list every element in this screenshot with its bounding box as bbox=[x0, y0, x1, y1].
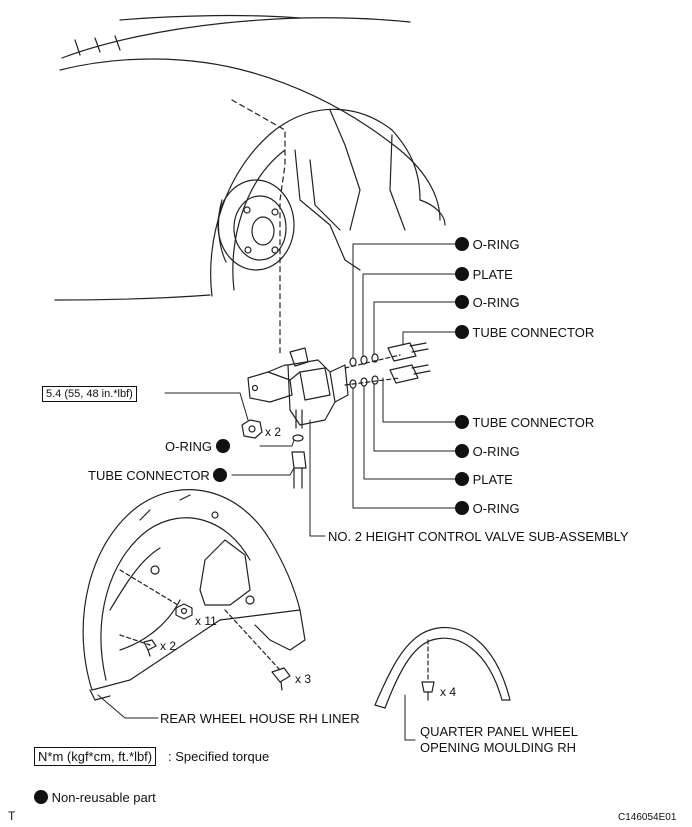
moulding-clip-quantity: x 4 bbox=[440, 685, 457, 699]
non-reusable-icon bbox=[455, 295, 469, 309]
wheel-opening-moulding-illustration bbox=[374, 626, 511, 709]
non-reusable-icon bbox=[455, 415, 469, 429]
non-reusable-icon bbox=[455, 501, 469, 515]
label-tube-connector-1: TUBE CONNECTOR bbox=[455, 325, 594, 340]
legend-non-reusable-text: Non-reusable part bbox=[51, 790, 156, 805]
o-ring-3-text: O-RING bbox=[472, 444, 520, 459]
label-o-ring-left: O-RING bbox=[165, 439, 230, 454]
non-reusable-icon bbox=[34, 790, 48, 804]
label-height-control-valve: NO. 2 HEIGHT CONTROL VALVE SUB-ASSEMBLY bbox=[328, 529, 629, 544]
height-control-valve-illustration bbox=[247, 347, 349, 429]
liner-clip-illustration bbox=[143, 639, 157, 657]
non-reusable-icon bbox=[455, 267, 469, 281]
moulding-clip-illustration bbox=[421, 681, 435, 701]
liner-screw-quantity: x 3 bbox=[295, 672, 312, 686]
plate-2-text: PLATE bbox=[472, 472, 513, 487]
label-plate-1: PLATE bbox=[455, 267, 513, 282]
label-rear-wheel-house-liner: REAR WHEEL HOUSE RH LINER bbox=[160, 711, 360, 726]
o-ring-2-text: O-RING bbox=[472, 295, 520, 310]
label-o-ring-4: O-RING bbox=[455, 501, 520, 516]
corner-mark: T bbox=[8, 809, 16, 823]
vehicle-body-illustration bbox=[54, 14, 446, 301]
legend-non-reusable: Non-reusable part bbox=[34, 790, 156, 805]
wheel-house-liner-illustration bbox=[82, 489, 306, 701]
non-reusable-icon bbox=[455, 325, 469, 339]
tube-connector-left-text: TUBE CONNECTOR bbox=[88, 468, 210, 483]
label-plate-2: PLATE bbox=[455, 472, 513, 487]
liner-clip-quantity: x 2 bbox=[160, 639, 177, 653]
label-moulding-line1: QUARTER PANEL WHEEL bbox=[420, 724, 578, 739]
tube-connector-2-text: TUBE CONNECTOR bbox=[472, 415, 595, 430]
o-ring-1-text: O-RING bbox=[472, 237, 520, 252]
label-o-ring-1: O-RING bbox=[455, 237, 520, 252]
legend-torque-box: N*m (kgf*cm, ft.*lbf) bbox=[34, 747, 157, 766]
non-reusable-icon bbox=[455, 237, 469, 251]
brake-disc-illustration bbox=[217, 179, 295, 271]
o-ring-4-text: O-RING bbox=[472, 501, 520, 516]
label-tube-connector-2: TUBE CONNECTOR bbox=[455, 415, 594, 430]
plate-1-text: PLATE bbox=[472, 267, 513, 282]
nut-illustration bbox=[241, 419, 263, 439]
liner-nut-illustration bbox=[175, 603, 193, 620]
nut-quantity: x 2 bbox=[265, 425, 282, 439]
label-o-ring-3: O-RING bbox=[455, 444, 520, 459]
legend-torque-text: : Specified torque bbox=[168, 749, 270, 764]
liner-nut-quantity: x 11 bbox=[195, 614, 217, 628]
label-o-ring-2: O-RING bbox=[455, 295, 520, 310]
tube-connector-1-text: TUBE CONNECTOR bbox=[472, 325, 595, 340]
liner-screw-illustration bbox=[271, 667, 291, 691]
non-reusable-icon bbox=[455, 472, 469, 486]
non-reusable-icon bbox=[215, 439, 230, 453]
label-tube-connector-left: TUBE CONNECTOR bbox=[88, 468, 228, 483]
leader-lines bbox=[97, 243, 456, 741]
non-reusable-icon bbox=[213, 468, 228, 482]
o-ring-left-text: O-RING bbox=[165, 439, 212, 454]
non-reusable-icon bbox=[455, 444, 469, 458]
label-moulding-line2: OPENING MOULDING RH bbox=[420, 740, 577, 755]
figure-code: C146054E01 bbox=[618, 812, 677, 823]
torque-spec-box: 5.4 (55, 48 in.*lbf) bbox=[42, 386, 137, 402]
